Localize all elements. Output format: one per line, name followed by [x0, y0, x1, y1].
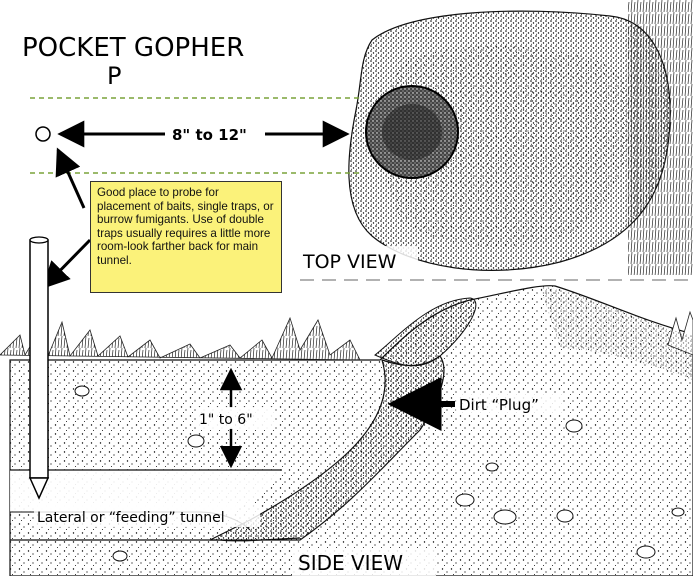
note-arrow-down — [44, 240, 90, 287]
dirt-plug-label: Dirt “Plug” — [459, 396, 539, 414]
grass-side — [0, 318, 360, 360]
side-view-label: SIDE VIEW — [298, 551, 403, 575]
probe-point-marker — [36, 127, 50, 141]
grass-top — [628, 0, 693, 275]
top-distance-label: 8" to 12" — [172, 126, 247, 144]
title-mark: P — [107, 62, 121, 90]
top-view-label: TOP VIEW — [302, 251, 397, 273]
depth-label: 1" to 6" — [199, 412, 253, 428]
probe-placement-note: Good place to probe for placement of bai… — [90, 181, 282, 293]
probe-placement-note-text: Good place to probe for placement of bai… — [97, 186, 274, 267]
note-arrow-up — [58, 150, 84, 208]
page-title: POCKET GOPHER — [22, 33, 244, 63]
top-view-mound — [349, 0, 693, 275]
lateral-tunnel-label: Lateral or “feeding” tunnel — [37, 510, 225, 526]
probe-rod — [30, 240, 48, 478]
